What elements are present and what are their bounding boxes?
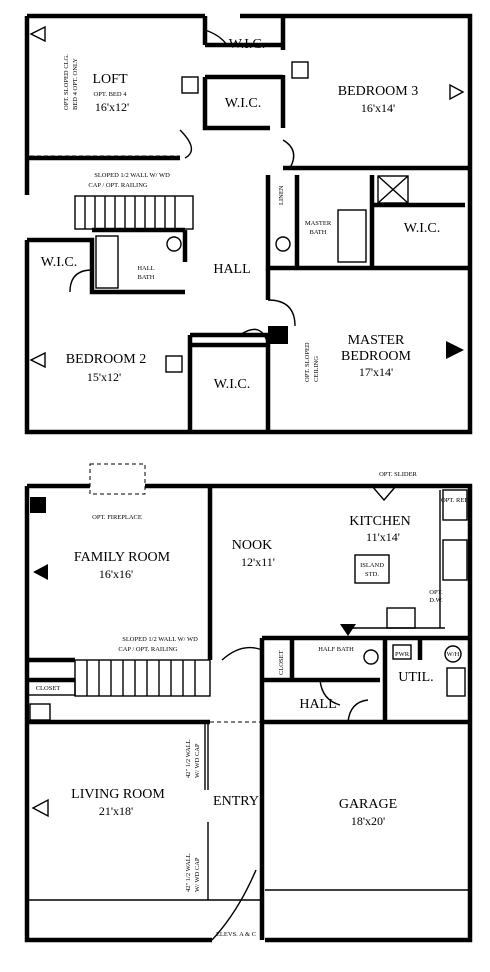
bedroom2-dim: 15'x12'	[87, 370, 121, 384]
opt-dw-label-2: D.W.	[429, 597, 443, 604]
nook-dim: 12'x11'	[241, 555, 275, 569]
wic-label-3: W.I.C.	[404, 221, 440, 236]
upper-floor	[24, 13, 473, 435]
opt-fireplace-label: OPT. FIREPLACE	[92, 514, 142, 521]
kitchen-label: KITCHEN	[349, 514, 410, 529]
master-dim: 17'x14'	[359, 365, 393, 379]
elevs-label: ELEVS. A & C	[216, 931, 256, 938]
lower-half-wall-note-1: 42" 1/2 WALL	[185, 853, 192, 892]
loft-vertical-note-1: OPT. SLOPED CLG.	[63, 54, 70, 110]
master-vertical-note-2: CEILING	[313, 356, 320, 382]
island-label-2: STD.	[365, 571, 379, 578]
util-label: UTIL.	[398, 670, 433, 685]
living-room-dim: 21'x18'	[99, 804, 133, 818]
wic-label-2: W.I.C.	[225, 96, 261, 111]
lower-half-wall-note-2: W/ WD CAP	[194, 857, 201, 892]
upper-sloped-note-1: SLOPED 1/2 WALL W/ WD	[94, 172, 170, 179]
closet-label-2: CLOSET	[36, 685, 61, 692]
entry-label: ENTRY	[213, 794, 259, 809]
lower-sloped-note-2: CAP / OPT. RAILING	[118, 646, 178, 653]
living-room-label: LIVING ROOM	[71, 787, 165, 802]
closet-label-1: CLOSET	[278, 650, 285, 675]
opt-slider-label: OPT. SLIDER	[379, 471, 417, 478]
opt-ref-label: OPT. REF.	[441, 497, 469, 504]
lower-sloped-note-1: SLOPED 1/2 WALL W/ WD	[122, 636, 198, 643]
master-bath-label-2: BATH	[310, 229, 327, 236]
wic-label-4: W.I.C.	[41, 255, 77, 270]
loft-label: LOFT	[93, 72, 128, 87]
wic-label-1: W.I.C.	[229, 37, 265, 52]
family-room-dim: 16'x16'	[99, 567, 133, 581]
upper-half-wall-note-2: W/ WD CAP	[194, 743, 201, 778]
upper-hall-label: HALL	[213, 262, 250, 277]
hall-bath-label-2: BATH	[138, 274, 155, 281]
pwr-label: PWR	[395, 651, 410, 658]
bedroom3-label: BEDROOM 3	[338, 84, 419, 99]
opt-dw-label-1: OPT.	[429, 589, 443, 596]
upper-sloped-note-2: CAP / OPT. RAILING	[88, 182, 148, 189]
wh-label: W/H	[447, 651, 460, 658]
master-label-2: BEDROOM	[341, 349, 412, 364]
upper-half-wall-note-1: 42" 1/2 WALL	[185, 739, 192, 778]
lower-floor	[24, 463, 473, 943]
master-bath-label-1: MASTER	[305, 220, 332, 227]
garage-label: GARAGE	[339, 797, 397, 812]
linen-label: LINEN	[278, 185, 285, 205]
wic-label-5: W.I.C.	[214, 377, 250, 392]
kitchen-dim: 11'x14'	[366, 530, 400, 544]
bedroom3-dim: 16'x14'	[361, 101, 395, 115]
loft-vertical-note-2: BED 4 OPT. ONLY	[72, 58, 79, 110]
lower-hall-label: HALL	[299, 697, 336, 712]
garage-dim: 18'x20'	[351, 814, 385, 828]
nook-label: NOOK	[232, 538, 272, 553]
hall-bath-label-1: HALL	[137, 265, 154, 272]
island-label-1: ISLAND	[360, 562, 384, 569]
family-room-label: FAMILY ROOM	[74, 550, 171, 565]
bedroom2-label: BEDROOM 2	[66, 352, 147, 367]
loft-dim: 16'x12'	[95, 100, 129, 114]
half-bath-label: HALF BATH	[318, 646, 354, 653]
master-label-1: MASTER	[348, 333, 405, 348]
loft-note: OPT. BED 4	[94, 91, 128, 98]
master-vertical-note-1: OPT. SLOPED	[304, 342, 311, 382]
